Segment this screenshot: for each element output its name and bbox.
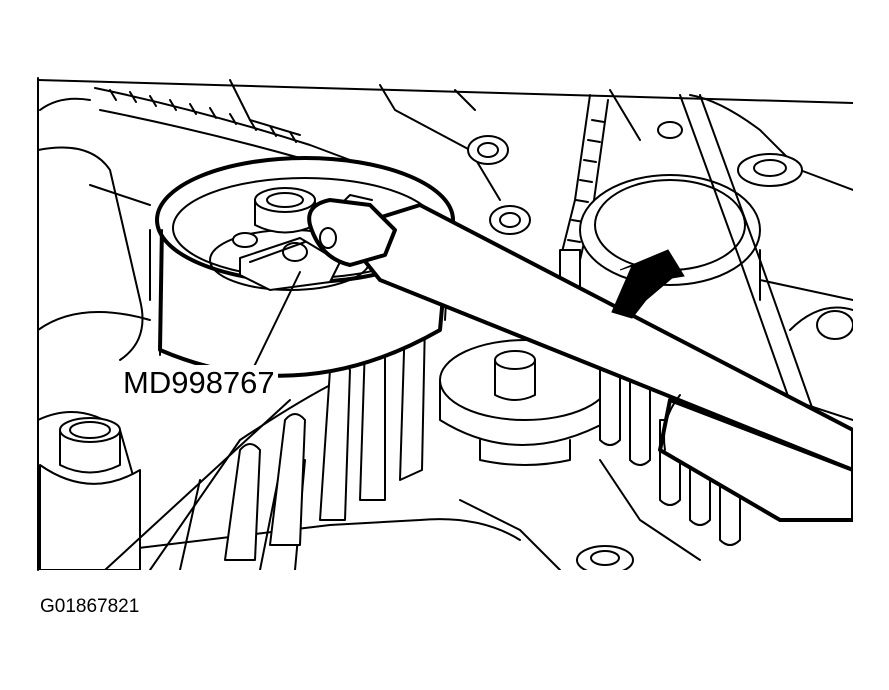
bolt-upper-middle	[467, 135, 531, 235]
bolt-lower-right	[576, 545, 634, 570]
idler-pulley	[439, 339, 611, 466]
tool-callout-label: MD998767	[120, 365, 278, 401]
rotation-direction-arrow-icon	[611, 249, 685, 319]
callout-leader-lines	[104, 271, 301, 570]
torque-wrench	[307, 194, 853, 522]
bolt-upper-right	[657, 121, 853, 340]
bolt-lower-left	[39, 417, 141, 570]
figure-id-label: G01867821	[40, 596, 140, 617]
